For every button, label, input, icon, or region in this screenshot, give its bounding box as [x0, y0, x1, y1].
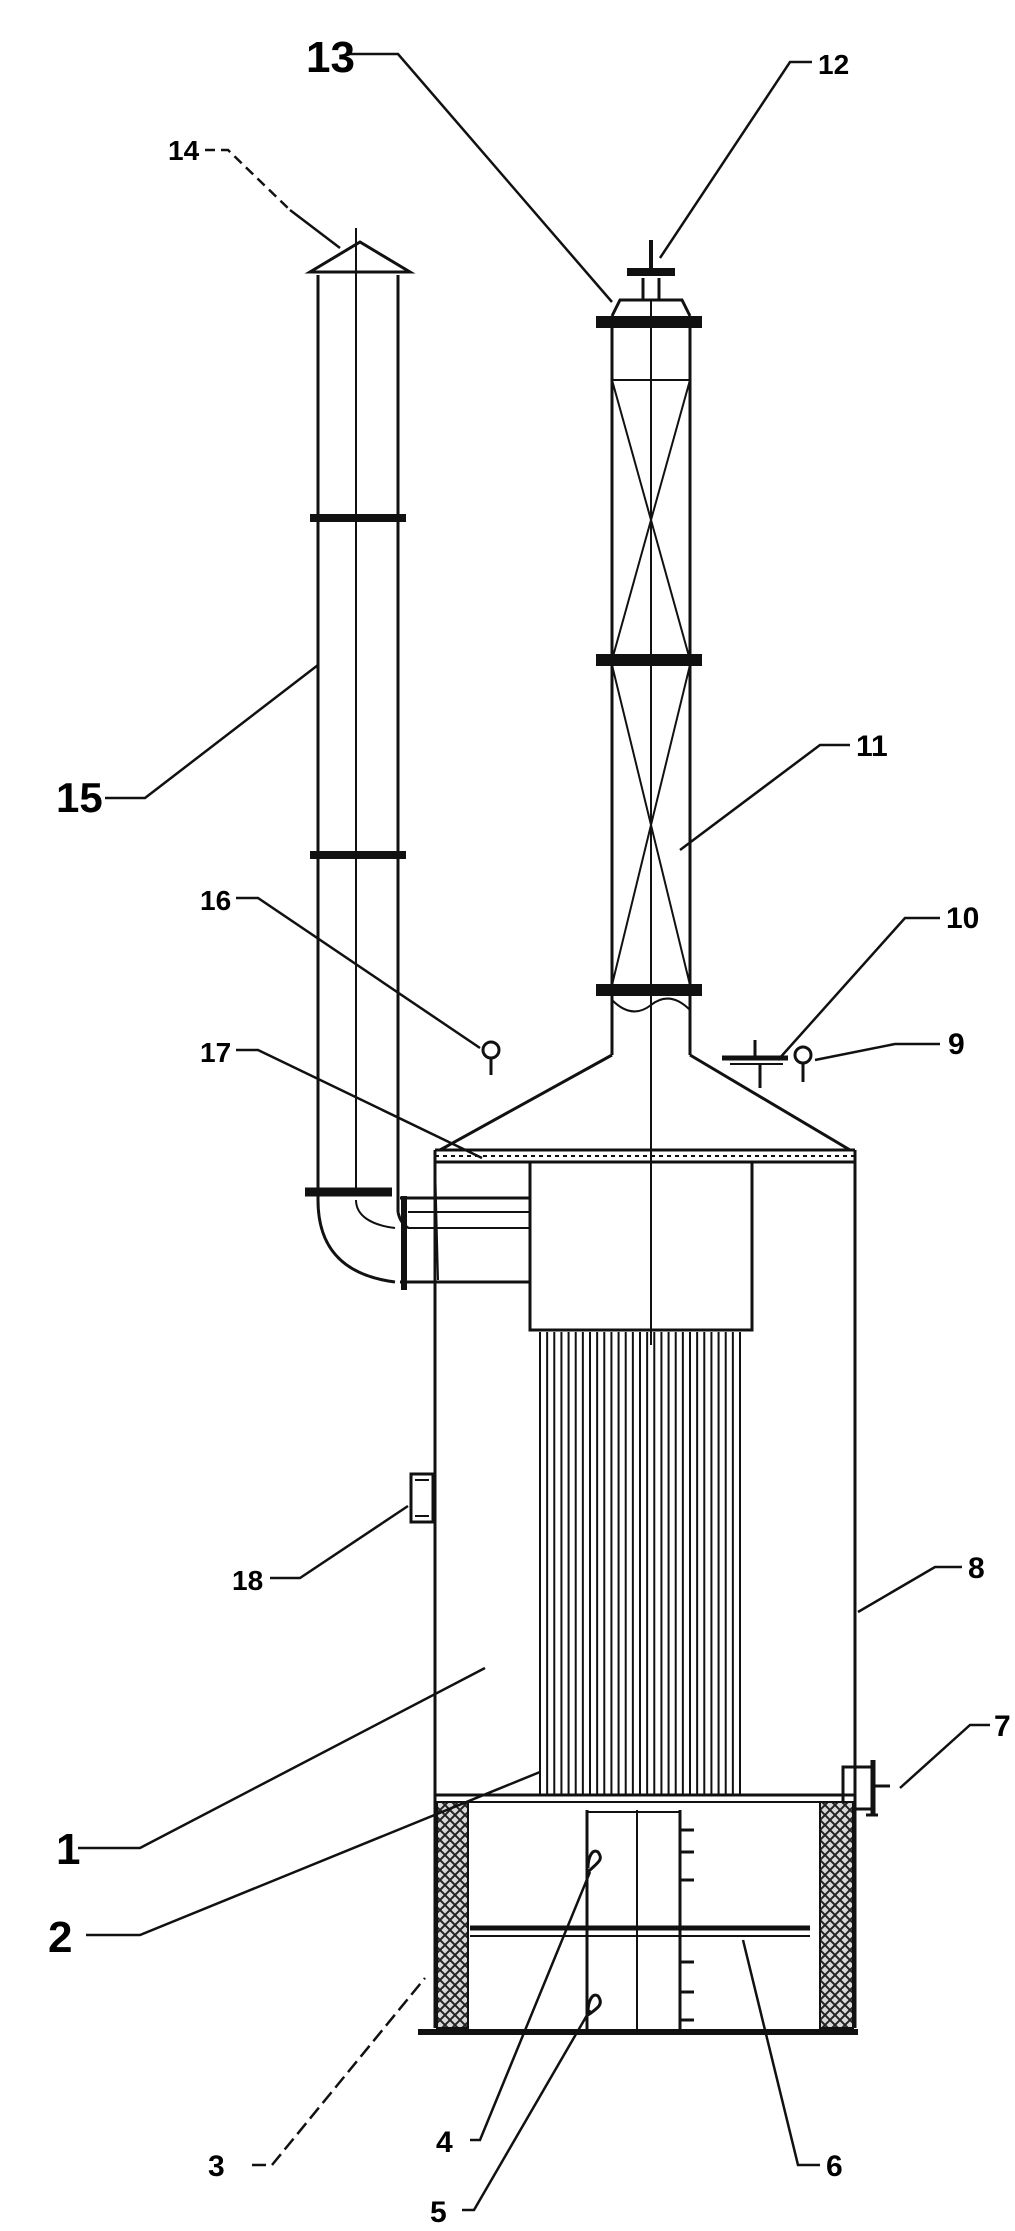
label-15: 15 — [56, 774, 103, 821]
header-box — [528, 1160, 754, 1332]
tube-bundle — [539, 1332, 741, 1795]
label-1: 1 — [56, 1825, 80, 1874]
label-9: 9 — [948, 1028, 965, 1061]
lower-burner-nozzle — [586, 1993, 602, 2017]
part-labels: 13 12 14 15 11 16 10 9 17 18 8 7 1 2 3 4… — [48, 33, 1011, 2229]
flue-duct — [400, 1196, 530, 1290]
label-5: 5 — [430, 2196, 447, 2229]
label-14: 14 — [168, 135, 200, 166]
furnace-base — [418, 1795, 858, 2035]
gauge-left — [481, 1040, 501, 1075]
column-top-flange — [596, 278, 702, 328]
refractory-lining-left — [436, 1801, 469, 2029]
vessel-cone-top — [439, 1053, 851, 1152]
side-outlet — [841, 1760, 890, 1817]
label-7: 7 — [994, 1710, 1011, 1743]
label-3: 3 — [208, 2150, 225, 2183]
refractory-lining-right — [819, 1801, 854, 2029]
label-18: 18 — [232, 1565, 263, 1596]
vessel-shell — [433, 1150, 857, 1795]
burner-door-handles — [680, 1828, 694, 2022]
label-12: 12 — [818, 49, 849, 80]
label-10: 10 — [946, 902, 979, 935]
chimney-cap — [304, 240, 416, 274]
label-6: 6 — [826, 2150, 843, 2183]
gauge-right — [793, 1045, 813, 1082]
label-2: 2 — [48, 1913, 72, 1962]
label-8: 8 — [968, 1552, 985, 1585]
label-17: 17 — [200, 1037, 231, 1068]
label-16: 16 — [200, 885, 231, 916]
label-11: 11 — [856, 730, 888, 763]
top-plate — [435, 1148, 855, 1164]
leader-lines — [78, 52, 990, 2212]
chimney — [305, 228, 409, 1284]
bottom-tube-sheet — [435, 1793, 855, 1803]
sight-window — [409, 1472, 435, 1524]
label-4: 4 — [436, 2126, 453, 2159]
top-nozzle — [722, 1040, 788, 1088]
column-vent-pipe — [627, 240, 675, 276]
burner-chamber — [585, 1810, 682, 2030]
packed-column — [596, 300, 702, 1345]
upper-burner-nozzle — [586, 1849, 602, 1874]
label-13: 13 — [306, 33, 355, 82]
